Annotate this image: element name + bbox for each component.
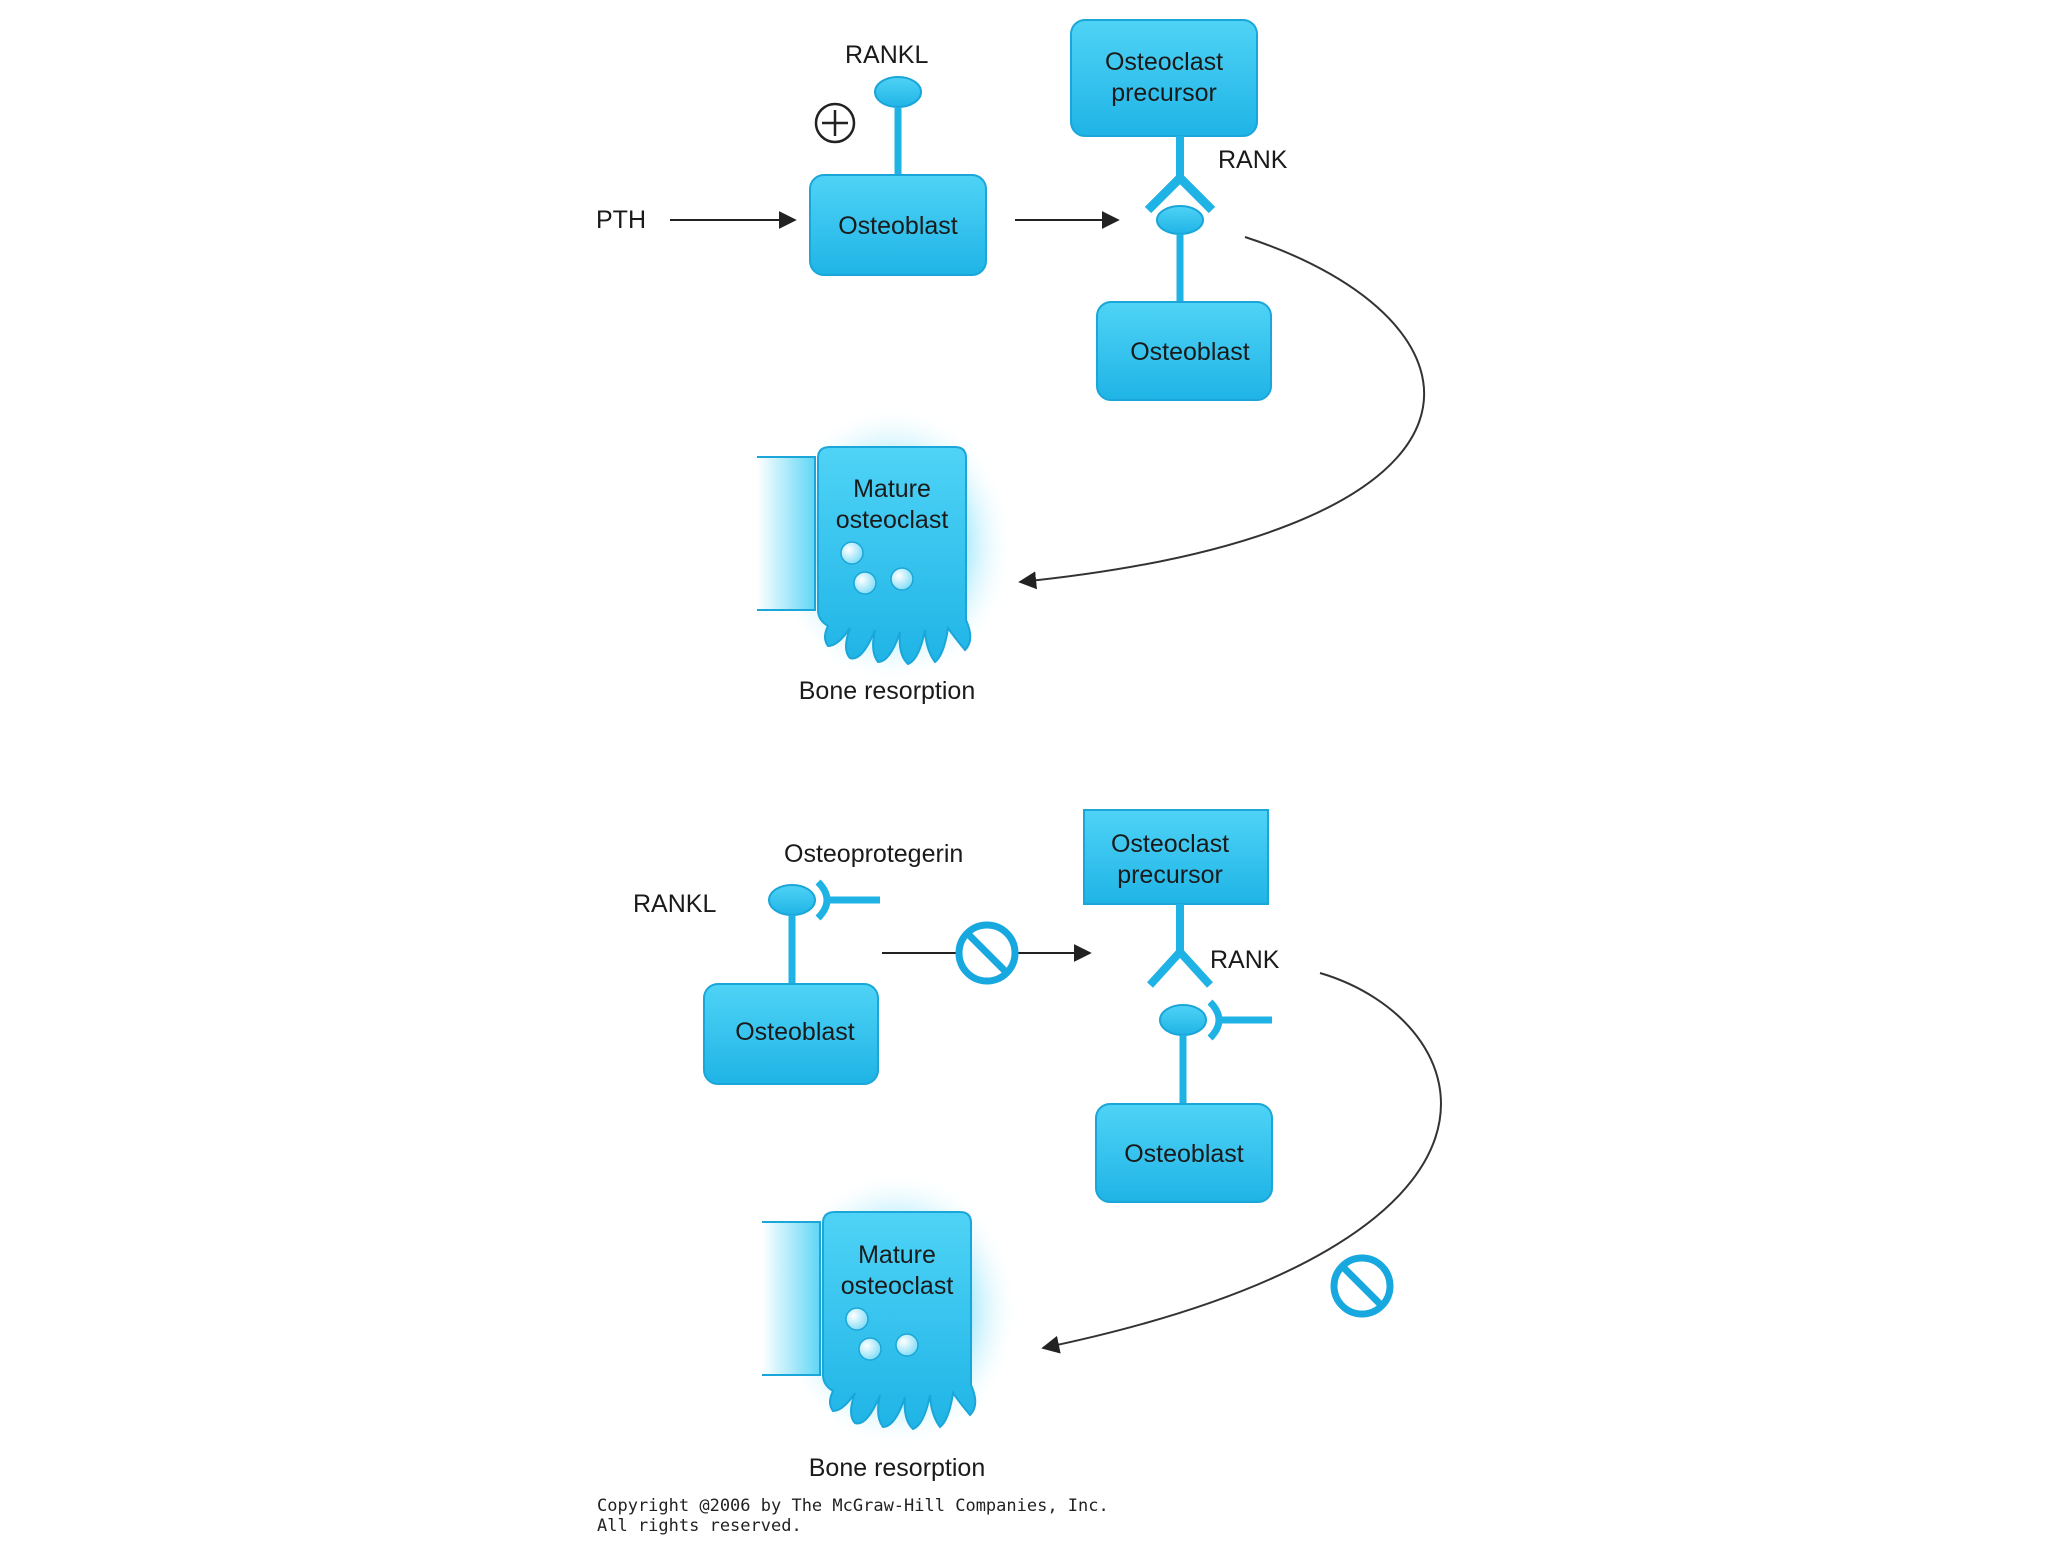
osteoblast-cell-bottom <box>703 983 879 1085</box>
rank-receptor <box>1144 171 1216 214</box>
osteoblast-cell-bottom-2 <box>1095 1103 1273 1203</box>
rankl-ligand-bottom-2 <box>1159 1004 1207 1036</box>
osteoprotegerin-label: Osteoprotegerin <box>784 840 963 868</box>
rankl-bound-ligand <box>1156 205 1204 235</box>
bone-resorption-label: Bone resorption <box>799 677 976 705</box>
top-panel: PTH RANKL Osteoblast Osteoclast precurso… <box>596 19 1426 705</box>
maturation-arrow-bottom <box>1041 972 1442 1354</box>
mature-label-line1: Mature <box>853 475 931 503</box>
pth-label: PTH <box>596 206 646 234</box>
rank-label: RANK <box>1218 146 1288 174</box>
osteoblast-label: Osteoblast <box>838 212 958 240</box>
vesicle <box>853 571 877 595</box>
bottom-panel: Osteoprotegerin RANKL Osteoblast Osteocl… <box>633 809 1442 1482</box>
vesicle <box>895 1333 919 1357</box>
vesicle <box>858 1337 882 1361</box>
precursor-label-line1: Osteoclast <box>1105 48 1223 76</box>
osteoclast-body <box>817 446 972 666</box>
mature-label-line2: osteoclast <box>836 506 949 534</box>
precursor-label-bottom-line2: precursor <box>1117 861 1223 889</box>
vesicle <box>845 1307 869 1331</box>
osteoprotegerin-arc <box>815 879 831 921</box>
rankl-label-bottom: RANKL <box>633 890 716 918</box>
rank-receptor-bottom <box>1147 946 1213 988</box>
copyright-line2: All rights reserved. <box>597 1516 802 1536</box>
mature-osteoclast-bottom <box>762 1170 1019 1450</box>
block-icon <box>955 921 1019 985</box>
osteoclast-precursor-cell <box>1070 19 1258 137</box>
bone-resorption-label-bottom: Bone resorption <box>809 1454 986 1482</box>
rank-label-bottom: RANK <box>1210 946 1280 974</box>
rankl-ligand <box>874 76 922 108</box>
vesicle <box>890 567 914 591</box>
copyright-line1: Copyright @2006 by The McGraw-Hill Compa… <box>597 1496 1109 1516</box>
maturation-arrow <box>1018 236 1426 590</box>
precursor-label-bottom-line1: Osteoclast <box>1111 830 1229 858</box>
mature-label-bottom-line2: osteoclast <box>841 1272 954 1300</box>
bone-surface-bottom <box>762 1221 821 1376</box>
plus-icon <box>814 102 856 144</box>
osteoblast-cell-2 <box>1096 301 1272 401</box>
block-icon-2 <box>1330 1254 1394 1318</box>
osteoclast-precursor-cell-bottom <box>1083 809 1269 905</box>
precursor-label-line2: precursor <box>1111 79 1217 107</box>
osteoblast-cell <box>809 174 987 276</box>
osteoprotegerin-arc-2 <box>1207 999 1223 1041</box>
rankl-ligand-bottom <box>768 884 816 916</box>
mature-label-bottom-line1: Mature <box>858 1241 936 1269</box>
bone-surface <box>757 456 816 611</box>
osteoclast-body-bottom <box>822 1211 977 1431</box>
osteoblast2-label-bottom: Osteoblast <box>1124 1140 1244 1168</box>
osteoblast-label-bottom: Osteoblast <box>735 1018 855 1046</box>
vesicle <box>840 541 864 565</box>
rankl-label: RANKL <box>845 41 928 69</box>
osteoblast2-label: Osteoblast <box>1130 338 1250 366</box>
mature-osteoclast <box>757 405 1014 685</box>
